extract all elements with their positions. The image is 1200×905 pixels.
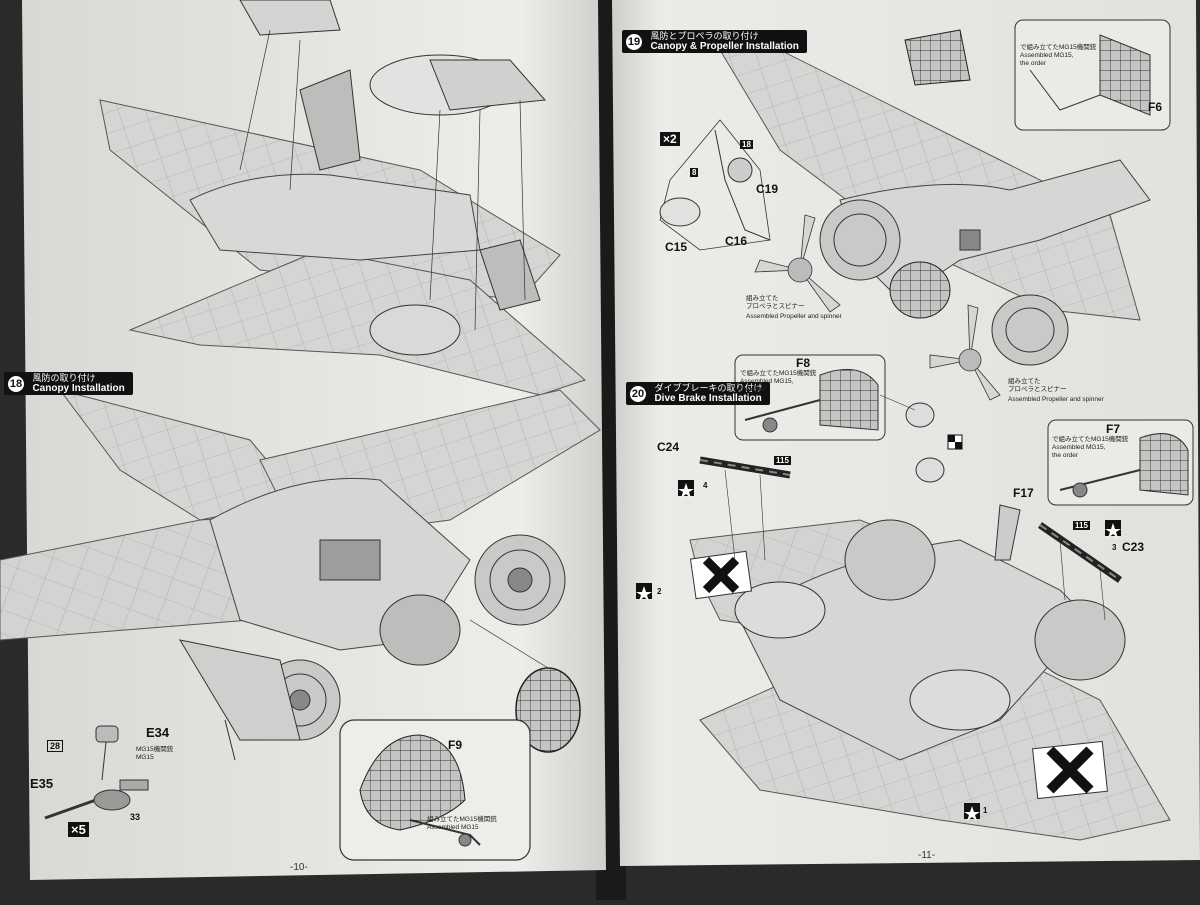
part-label-c15: C15	[665, 240, 688, 254]
step18-number: 18	[8, 375, 24, 392]
step18-title-en: Canopy Installation	[32, 383, 125, 394]
step18-header: 18 風防の取り付け Canopy Installation	[4, 372, 133, 395]
step18-title-jp: 風防の取り付け	[32, 373, 96, 383]
f7-note: で組み立てたMG15機関銃 Assembled MG15, the order	[1052, 436, 1129, 459]
f6-note: で組み立てたMG15機関銃 Assembled MG15, the order	[1020, 44, 1097, 67]
part-label-c24: C24	[657, 440, 680, 454]
step20-title-en: Dive Brake Installation	[654, 393, 762, 404]
part-label-c16: C16	[725, 234, 748, 248]
multiplier-x2: ×2	[660, 132, 680, 146]
right-top-aircraft	[659, 19, 1171, 401]
f9-note-jp: 組み立てたMG15機関銃	[427, 816, 497, 823]
part-label-c23: C23	[1122, 540, 1145, 554]
prop-note-jp: 組み立てた プロペラとスピナー	[746, 295, 805, 310]
part-num-33: 33	[130, 812, 141, 822]
step20-title-jp: ダイブブレーキの取り付け	[654, 383, 763, 393]
part-label-f9: F9	[448, 738, 463, 752]
multiplier-x5: ×5	[68, 822, 89, 837]
f9-note-en: Assembled MG15	[427, 824, 479, 831]
step20-header: 20 ダイブブレーキの取り付け Dive Brake Installation	[626, 382, 771, 405]
decal-num-4: 4	[703, 481, 708, 490]
step19-number: 19	[626, 33, 642, 50]
part-num-115-a: 115	[774, 456, 791, 465]
part-label-e34: E34	[146, 725, 170, 740]
f8-note: で組み立てたMG15機関銃 Assembled MG15, the order	[740, 370, 817, 393]
step20-number: 20	[630, 385, 646, 402]
part-label-f6: F6	[1148, 100, 1163, 114]
right-bottom-aircraft	[636, 354, 1194, 841]
step19-title-jp: 風防とプロペラの取り付け	[650, 31, 759, 41]
balkenkreuz-lower	[1032, 740, 1108, 800]
right-page-number: -11-	[918, 850, 936, 861]
left-top-aircraft	[99, 0, 586, 396]
mg15-note-en: MG15	[136, 754, 154, 761]
balkenkreuz-upper	[689, 550, 753, 600]
prop-note2-en: Assembled Propeller and spinner	[1008, 396, 1104, 403]
left-bottom-aircraft	[0, 389, 601, 861]
prop-note2-jp: 組み立てた プロペラとスピナー	[1008, 378, 1067, 393]
decal-num-3: 3	[1112, 543, 1117, 552]
decal-num-1: 1	[983, 806, 988, 815]
part-num-115-b: 115	[1073, 521, 1090, 530]
part-label-f8: F8	[796, 356, 811, 370]
step19-header: 19 風防とプロペラの取り付け Canopy & Propeller Insta…	[622, 30, 807, 53]
part-label-f17: F17	[1013, 486, 1034, 500]
step19-title-en: Canopy & Propeller Installation	[650, 41, 799, 52]
part-num-8: 8	[690, 168, 699, 177]
decal-num-2: 2	[657, 587, 662, 596]
part-num-18: 18	[740, 140, 753, 149]
mg15-note-jp: MG15機関銃	[136, 746, 174, 753]
part-num-28: 28	[47, 740, 64, 752]
part-label-c19: C19	[756, 182, 779, 196]
left-page-number: -10-	[290, 862, 308, 873]
part-label-f7: F7	[1106, 422, 1121, 436]
part-label-e35: E35	[30, 776, 54, 791]
prop-note-en: Assembled Propeller and spinner	[746, 313, 842, 320]
